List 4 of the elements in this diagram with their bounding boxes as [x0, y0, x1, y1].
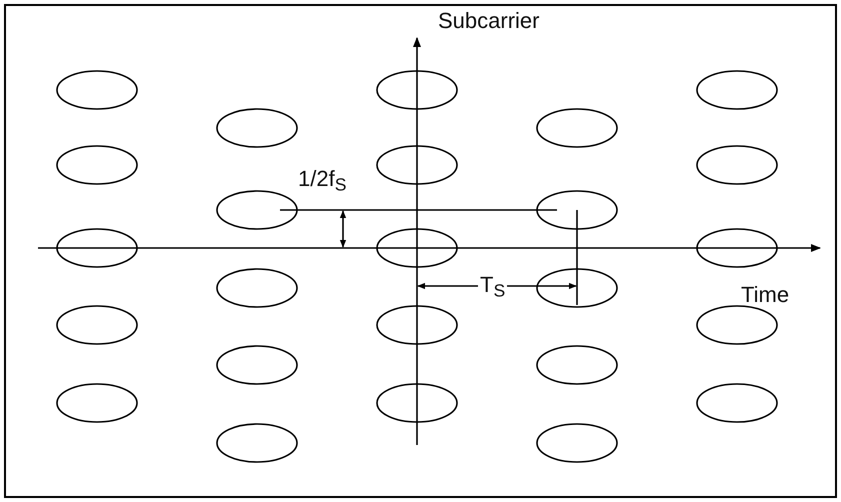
axis-label: Subcarrier — [438, 10, 540, 32]
axis-label: Time — [741, 284, 790, 306]
dimension-label: 1/2f$_{S}$ — [298, 168, 346, 194]
dimension-label: T$_{S}$ — [478, 274, 508, 300]
